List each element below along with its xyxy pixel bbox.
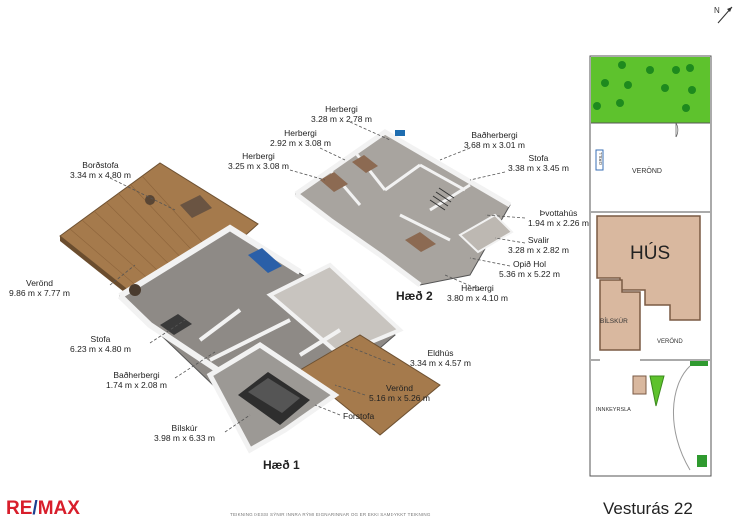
hedge xyxy=(690,361,708,366)
property-address: Vesturás 22 xyxy=(603,499,693,518)
leader-lines xyxy=(109,121,526,433)
room-name: Verönd xyxy=(386,383,413,393)
room-name: Herbergi xyxy=(461,283,494,293)
room-dims: 1.74 m x 2.08 m xyxy=(106,380,167,390)
terrace-veronda2 xyxy=(299,334,441,436)
room-name: Verönd xyxy=(26,278,53,288)
room-dims: 2.92 m x 3.08 m xyxy=(270,138,331,148)
trees xyxy=(593,61,696,112)
room-name: Eldhús xyxy=(427,348,454,358)
floor2-plan xyxy=(294,129,514,287)
deck-sofa-shape xyxy=(180,195,212,218)
bed-shape xyxy=(320,172,348,192)
hedge xyxy=(697,455,707,467)
room-name: Stofa xyxy=(528,153,549,163)
room-name: Herbergi xyxy=(242,151,275,161)
room-dims: 5.36 m x 5.22 m xyxy=(499,269,560,279)
sofa-shape xyxy=(160,314,192,335)
room-label-bordstofa: Borðstofa 3.34 m x 4.80 m xyxy=(70,160,131,180)
grill-box xyxy=(595,149,604,171)
brand-max: MAX xyxy=(37,498,80,519)
floor1-title: Hæð 1 xyxy=(263,458,300,472)
hus-label: HÚS xyxy=(630,243,671,264)
room-label-forstofa: Forstofa xyxy=(343,411,374,421)
room-dims: 3.25 m x 3.08 m xyxy=(228,161,289,171)
room-name: Forstofa xyxy=(343,411,375,421)
floor2-title: Hæð 2 xyxy=(396,289,433,303)
room-label-herbergi-1: Herbergi 3.28 m x 2.78 m xyxy=(311,104,372,124)
room-label-herbergi-2: Herbergi 2.92 m x 3.08 m xyxy=(270,128,331,148)
deck-slats xyxy=(69,175,214,301)
planter-box xyxy=(632,375,647,395)
room-dims: 6.23 m x 4.80 m xyxy=(70,344,131,354)
dining-table xyxy=(248,248,282,273)
compass-icon: N xyxy=(714,6,733,24)
room-dims: 3.34 m x 4.57 m xyxy=(410,358,471,368)
room-name: Opið Hol xyxy=(512,259,547,269)
room-dims: 3.68 m x 3.01 m xyxy=(464,140,525,150)
room-label-stofa: Stofa 6.23 m x 4.80 m xyxy=(70,334,131,354)
room-name: Baðherbergi xyxy=(113,370,160,380)
room-dims: 1.94 m x 2.26 m xyxy=(528,218,589,228)
bilskur-label: BÍLSKÚR xyxy=(600,318,628,325)
kitchen-area xyxy=(266,262,404,358)
brand-re: RE xyxy=(6,498,33,519)
room-dims: 3.28 m x 2.78 m xyxy=(311,114,372,124)
room-label-thvottahus: Þvottahús 1.94 m x 2.26 m xyxy=(528,208,589,228)
room-name: Herbergi xyxy=(325,104,358,114)
disclaimer-text: TEIKNING ÞESSI SÝNIR INNRA RÝMI EIGNARIN… xyxy=(230,512,431,517)
site-plan xyxy=(589,55,712,477)
room-name: Bílskúr xyxy=(171,423,198,433)
floor2-interior xyxy=(295,131,511,286)
innkeyrsla-label: INNKEYRSLA xyxy=(596,407,631,413)
room-name: Herbergi xyxy=(284,128,317,138)
floor2-wall-left xyxy=(294,192,422,287)
veronda-mid-label: VERÖND xyxy=(657,339,683,345)
room-label-stofa2: Stofa 3.38 m x 3.45 m xyxy=(508,153,569,173)
planter-green xyxy=(649,375,665,407)
room-label-herbergi-4: Herbergi 3.80 m x 4.10 m xyxy=(447,283,508,303)
garage-shape xyxy=(599,279,641,351)
driveway-curve xyxy=(673,365,691,471)
grill-label: GRILL xyxy=(598,152,603,166)
deck-chair xyxy=(145,195,155,205)
room-name: Baðherbergi xyxy=(471,130,518,140)
balcony-svalir xyxy=(458,213,514,254)
room-label-eldhus: Eldhús 3.34 m x 4.57 m xyxy=(410,348,471,368)
room-dims: 3.34 m x 4.80 m xyxy=(70,170,131,180)
deck-chair xyxy=(129,284,141,296)
room-label-veronda2: Verönd 5.16 m x 5.26 m xyxy=(369,383,430,403)
room-label-bilskur: Bílskúr 3.98 m x 6.33 m xyxy=(154,423,215,443)
room-name: Þvottahús xyxy=(539,208,578,218)
brand-slash: / xyxy=(32,498,38,519)
room-label-opid-hol: Opið Hol 5.36 m x 5.22 m xyxy=(499,259,560,279)
car-roof xyxy=(248,378,300,413)
svg-text:N: N xyxy=(714,6,720,15)
room-name: Stofa xyxy=(90,334,111,344)
wall-top xyxy=(118,224,302,299)
room-label-badherbergi2: Baðherbergi 3.68 m x 3.01 m xyxy=(464,130,525,150)
room-dims: 5.16 m x 5.26 m xyxy=(369,393,430,403)
bed-shape xyxy=(405,232,436,252)
room-label-herbergi-3: Herbergi 3.25 m x 3.08 m xyxy=(228,151,289,171)
room-label-veronda: Verönd 9.86 m x 7.77 m xyxy=(9,278,70,298)
floor2-wall-top xyxy=(294,129,512,208)
house-shape xyxy=(596,215,701,321)
room-dims: 3.98 m x 6.33 m xyxy=(154,433,215,443)
room-dims: 3.80 m x 4.10 m xyxy=(447,293,508,303)
bath-fixture xyxy=(395,130,405,136)
room-dims: 3.28 m x 2.82 m xyxy=(508,245,569,255)
room-label-svalir: Svalir 3.28 m x 2.82 m xyxy=(508,235,569,255)
floor1-plan xyxy=(59,162,441,454)
veronda-top-label: VERÖND xyxy=(632,168,662,175)
remax-logo: RE/MAX xyxy=(6,498,80,520)
stairs xyxy=(429,187,455,211)
room-dims: 3.38 m x 3.45 m xyxy=(508,163,569,173)
room-label-badherbergi: Baðherbergi 1.74 m x 2.08 m xyxy=(106,370,167,390)
room-name: Svalir xyxy=(527,235,550,245)
room-name: Borðstofa xyxy=(82,160,119,170)
room-dims: 9.86 m x 7.77 m xyxy=(9,288,70,298)
bed-shape xyxy=(352,155,378,173)
